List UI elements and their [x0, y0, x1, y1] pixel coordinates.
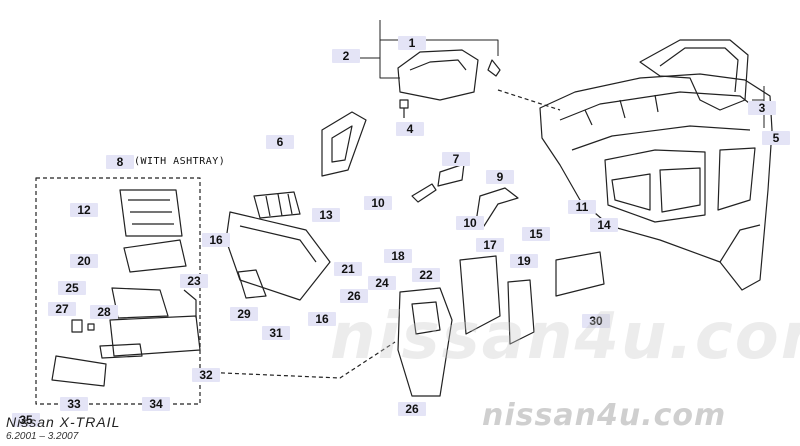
callout-21: 21: [334, 262, 362, 276]
callout-34: 34: [142, 397, 170, 411]
part-10: [411, 183, 437, 203]
callout-18: 18: [384, 249, 412, 263]
callout-31: 31: [262, 326, 290, 340]
callout-9: 9: [486, 170, 514, 184]
part-29: [237, 269, 267, 299]
model-years: 6.2001 – 3.2007: [6, 431, 79, 442]
callout-25: 25: [58, 281, 86, 295]
callout-8: 8: [106, 155, 134, 169]
part-lid-1: [397, 49, 479, 101]
meter-hood: [639, 39, 749, 111]
watermark-center: nissan4u.com: [330, 300, 800, 374]
callout-20: 20: [70, 254, 98, 268]
screw-4: [399, 99, 409, 118]
callout-10-lower: 10: [456, 216, 484, 230]
callout-17: 17: [476, 238, 504, 252]
callout-13: 13: [312, 208, 340, 222]
callout-30: 30: [582, 314, 610, 328]
callout-16-right: 16: [308, 312, 336, 326]
callout-6: 6: [266, 135, 294, 149]
callout-7: 7: [442, 152, 470, 166]
callout-26-upper: 26: [340, 289, 368, 303]
part-13: [253, 191, 301, 219]
callout-33: 33: [60, 397, 88, 411]
callout-1: 1: [398, 36, 426, 50]
callout-19: 19: [510, 254, 538, 268]
callout-3: 3: [748, 101, 776, 115]
callout-28: 28: [90, 305, 118, 319]
clip-2: [487, 59, 501, 77]
callout-12: 12: [70, 203, 98, 217]
callout-15: 15: [522, 227, 550, 241]
callout-35: 35: [12, 413, 40, 427]
callout-23: 23: [180, 274, 208, 288]
callout-32: 32: [192, 368, 220, 382]
callout-24: 24: [368, 276, 396, 290]
callout-29: 29: [230, 307, 258, 321]
part-7: [437, 163, 465, 187]
callout-14: 14: [590, 218, 618, 232]
model-title: Nissan X-TRAIL: [6, 414, 121, 430]
part-17: [459, 255, 501, 335]
callout-27: 27: [48, 302, 76, 316]
watermark: nissan4u.com: [482, 398, 727, 433]
callout-16-left: 16: [202, 233, 230, 247]
part-21: [225, 211, 331, 301]
callout-4: 4: [396, 122, 424, 136]
callout-2: 2: [332, 49, 360, 63]
part-22: [397, 287, 453, 397]
ashtray-note: (WITH ASHTRAY): [134, 156, 226, 167]
part-19: [507, 279, 535, 345]
callout-22: 22: [412, 268, 440, 282]
part-6: [321, 111, 367, 177]
callout-11: 11: [568, 200, 596, 214]
dashboard-panel: [539, 73, 773, 291]
callout-26-lower: 26: [398, 402, 426, 416]
part-15: [555, 251, 605, 297]
callout-10-upper: 10: [364, 196, 392, 210]
callout-5: 5: [762, 131, 790, 145]
